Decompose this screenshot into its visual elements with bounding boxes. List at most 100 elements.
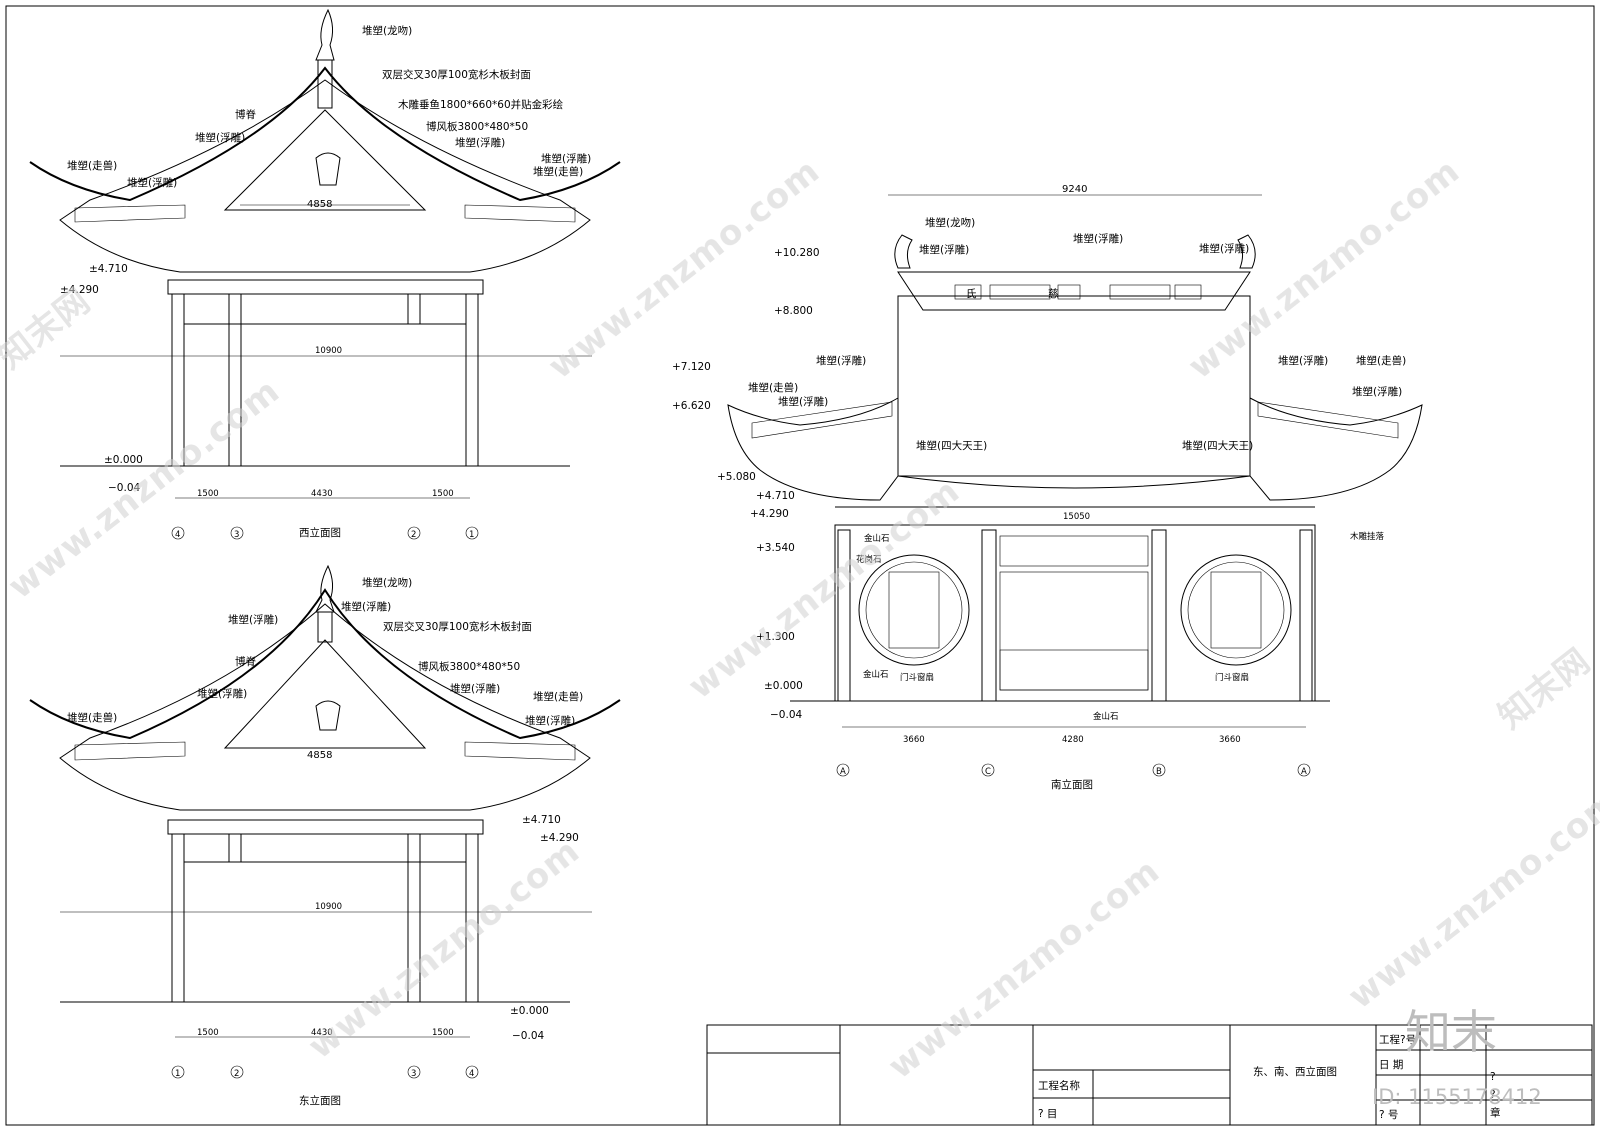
title-block-side-3: 章 xyxy=(1490,1106,1501,1119)
east-roof-ridge-outline xyxy=(29,588,621,740)
west-label-fudiao-ll: 堆塑(浮雕) xyxy=(127,176,177,189)
west-roof-ridge-outline xyxy=(29,66,621,202)
south-window-lattice-left xyxy=(888,571,940,649)
south-label-fudiao-ml: 堆塑(浮雕) xyxy=(816,354,866,367)
east-axis-2: 2 xyxy=(234,1069,239,1079)
west-label-zoushou-r: 堆塑(走兽) xyxy=(533,165,583,178)
south-axis-bubble-1 xyxy=(836,763,850,777)
west-axis-bubble-1 xyxy=(171,526,185,540)
south-label-mendou-l: 门斗窗扇 xyxy=(900,672,934,683)
south-axis-2: C xyxy=(985,767,991,777)
south-band-left xyxy=(751,401,893,439)
title-block: 工程名称 ? 目 东、南、西立面图 工程?号 日 期 ? 号 ? ? 章 xyxy=(706,1024,1593,1126)
south-level-1: +10.280 xyxy=(774,247,820,259)
west-label-fish: 木雕垂鱼1800*660*60并贴金彩绘 xyxy=(398,98,564,111)
west-ridge-band-right xyxy=(464,204,576,223)
south-level-2: +8.800 xyxy=(774,305,813,317)
east-axis-bubble-2 xyxy=(230,1065,244,1079)
south-plaque-box-2 xyxy=(1057,284,1081,300)
title-block-side-2: ? xyxy=(1490,1089,1496,1101)
west-label-zoushou-l: 堆塑(走兽) xyxy=(67,159,117,172)
south-label-jinshan-2: 金山石 xyxy=(863,669,889,680)
south-level-6: +4.710 xyxy=(756,490,795,502)
east-label-boji: 博脊 xyxy=(235,655,256,668)
watermark-site-6: www.znzmo.com xyxy=(1181,151,1468,387)
west-axis-1: 4 xyxy=(175,530,180,540)
east-roof-tiles xyxy=(59,603,591,811)
south-title: 南立面图 xyxy=(1051,778,1093,791)
east-dim-1: 1500 xyxy=(197,1028,219,1038)
south-band-right xyxy=(1257,401,1399,439)
east-level-minus: −0.04 xyxy=(512,1030,544,1042)
south-moon-window-right xyxy=(1180,554,1292,666)
east-label-fengban: 博风板3800*480*50 xyxy=(418,660,520,673)
south-label-tianwang-r: 堆塑(四大天王) xyxy=(1182,439,1253,452)
south-transom-lattice xyxy=(999,535,1149,567)
south-label-zoushou-r: 堆塑(走兽) xyxy=(1356,354,1406,367)
south-axis-bubble-2 xyxy=(981,763,995,777)
west-label-fudiao-l: 堆塑(浮雕) xyxy=(195,131,245,144)
watermark-brand-1: 知末网 xyxy=(0,281,98,377)
west-overall-dim: 10900 xyxy=(315,346,342,356)
drawing-title: 东、南、西立面图 xyxy=(1253,1065,1337,1078)
west-axis-2: 3 xyxy=(234,530,239,540)
watermark-brand-2: 知末网 xyxy=(1491,641,1598,737)
south-level-9: +1.300 xyxy=(756,631,795,643)
west-level-minus: −0.04 xyxy=(108,482,140,494)
watermark-site-2: www.znzmo.com xyxy=(1,371,288,607)
east-label-zoushou-r: 堆塑(走兽) xyxy=(533,690,583,703)
south-door-panels xyxy=(999,649,1149,691)
east-label-dragon: 堆塑(龙吻) xyxy=(362,576,412,589)
east-label-boards: 双层交叉30厚100宽杉木板封面 xyxy=(383,620,532,633)
south-label-mudiao: 木雕挂落 xyxy=(1350,531,1385,542)
south-dim-2: 4280 xyxy=(1062,735,1084,745)
west-axis-bubble-2 xyxy=(230,526,244,540)
west-label-boji: 博脊 xyxy=(235,108,256,121)
west-ridge-band-left xyxy=(74,204,186,223)
south-label-fudiao-r2: 堆塑(浮雕) xyxy=(1352,385,1402,398)
south-column-2 xyxy=(981,529,997,702)
south-dim-1: 3660 xyxy=(903,735,925,745)
east-axis-bubble-1 xyxy=(171,1065,185,1079)
east-axis-bubble-4 xyxy=(465,1065,479,1079)
south-plaque-box-1 xyxy=(954,284,982,300)
date-label: 日 期 xyxy=(1379,1059,1403,1071)
project-name-label: 工程名称 xyxy=(1038,1079,1080,1092)
south-roof-left xyxy=(727,397,899,501)
east-label-fudiao-rr: 堆塑(浮雕) xyxy=(525,714,575,727)
west-label-fengban: 博风板3800*480*50 xyxy=(426,120,528,133)
west-title: 西立面图 xyxy=(299,526,341,539)
east-gable-width: 4858 xyxy=(307,750,332,761)
south-axis-bubble-4 xyxy=(1297,763,1311,777)
east-ridge-band-left xyxy=(74,741,186,761)
title-block-side-1: ? xyxy=(1490,1071,1496,1083)
south-level-4: +6.620 xyxy=(672,400,711,412)
west-hanging-fish-icon xyxy=(315,152,341,186)
west-column-4 xyxy=(465,293,479,467)
south-axis-4: A xyxy=(1301,767,1307,777)
south-label-fudiao-tr: 堆塑(浮雕) xyxy=(1199,242,1249,255)
south-label-fudiao-l2: 堆塑(浮雕) xyxy=(778,395,828,408)
south-label-tianwang-l: 堆塑(四大天王) xyxy=(916,439,987,452)
west-dragon-finial-icon xyxy=(315,8,335,61)
west-column-3 xyxy=(407,293,421,325)
west-beam xyxy=(167,279,484,295)
east-column-2 xyxy=(228,833,242,863)
south-label-jinshan-3: 金山石 xyxy=(1093,711,1119,722)
south-plaque-lattice-2 xyxy=(1109,284,1171,300)
south-axis-bubble-3 xyxy=(1152,763,1166,777)
west-ridge-post xyxy=(317,59,333,109)
south-eave-width: 15050 xyxy=(1063,512,1090,522)
east-overall-dim: 10900 xyxy=(315,902,342,912)
south-moon-window-left-inner xyxy=(865,561,963,659)
south-label-huagang: 花岗石 xyxy=(856,554,882,565)
south-level-8: +3.540 xyxy=(756,542,795,554)
south-plaque-box-3 xyxy=(1174,284,1202,300)
item-label: ? 目 xyxy=(1038,1108,1057,1120)
east-label-fudiao-l: 堆塑(浮雕) xyxy=(228,613,278,626)
south-level-5: +5.080 xyxy=(717,471,756,483)
west-dim-3: 1500 xyxy=(432,489,454,499)
east-level-0: ±0.000 xyxy=(510,1005,549,1017)
